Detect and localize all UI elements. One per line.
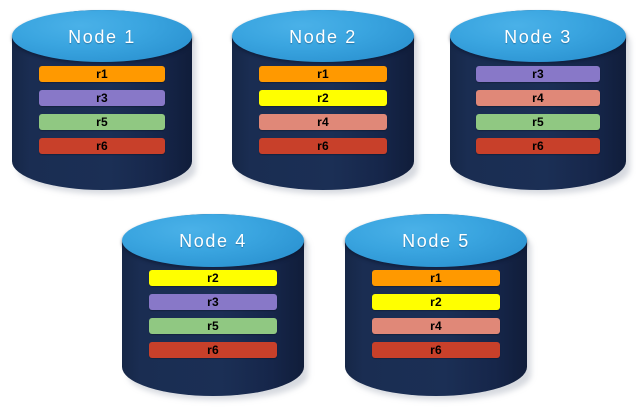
- replica-bar[interactable]: r3: [39, 89, 165, 106]
- replica-label: r3: [96, 90, 108, 105]
- replica-label: r4: [532, 90, 544, 105]
- database-node-4[interactable]: Node 4 r2 r3 r5 r6: [122, 214, 308, 400]
- replica-label: r6: [532, 138, 544, 153]
- cylinder-top-disc: Node 2: [232, 10, 414, 63]
- replica-list: r1 r2 r4 r6: [372, 270, 500, 359]
- replica-label: r6: [317, 138, 329, 153]
- replica-bar[interactable]: r3: [476, 65, 600, 82]
- replica-label: r1: [317, 66, 329, 81]
- replica-bar[interactable]: r6: [372, 342, 500, 359]
- replica-label: r6: [430, 343, 442, 358]
- node-title: Node 5: [402, 230, 470, 251]
- replica-bar[interactable]: r6: [259, 137, 387, 154]
- replica-label: r1: [430, 271, 442, 286]
- replica-bar[interactable]: r4: [372, 318, 500, 335]
- replica-label: r6: [96, 138, 108, 153]
- replica-bar[interactable]: r1: [372, 270, 500, 287]
- replica-list: r2 r3 r5 r6: [149, 270, 277, 359]
- replica-label: r2: [317, 90, 329, 105]
- replica-label: r1: [96, 66, 108, 81]
- replica-bar[interactable]: r4: [476, 89, 600, 106]
- replica-bar[interactable]: r1: [39, 65, 165, 82]
- replica-bar[interactable]: r5: [476, 113, 600, 130]
- cylinder-top-disc: Node 5: [345, 214, 527, 267]
- node-title: Node 4: [179, 230, 247, 251]
- node-title: Node 1: [68, 26, 136, 47]
- replica-label: r3: [207, 295, 219, 310]
- replica-list: r1 r2 r4 r6: [259, 65, 387, 154]
- cylinder-top-disc: Node 1: [12, 10, 192, 63]
- replica-bar[interactable]: r1: [259, 65, 387, 82]
- replica-label: r2: [430, 295, 442, 310]
- replica-label: r3: [532, 66, 544, 81]
- replica-bar[interactable]: r3: [149, 294, 277, 311]
- database-node-3[interactable]: Node 3 r3 r4 r5 r6: [450, 10, 630, 194]
- replica-bar[interactable]: r2: [149, 270, 277, 287]
- database-node-2[interactable]: Node 2 r1 r2 r4 r6: [232, 10, 418, 194]
- node-title: Node 3: [504, 26, 572, 47]
- database-node-1[interactable]: Node 1 r1 r3 r5 r6: [12, 10, 196, 194]
- database-node-5[interactable]: Node 5 r1 r2 r4 r6: [345, 214, 531, 400]
- replica-label: r4: [317, 114, 329, 129]
- replica-label: r2: [207, 271, 219, 286]
- replica-label: r6: [207, 343, 219, 358]
- replica-bar[interactable]: r6: [476, 137, 600, 154]
- replica-label: r4: [430, 319, 442, 334]
- replica-bar[interactable]: r6: [39, 137, 165, 154]
- replica-bar[interactable]: r4: [259, 113, 387, 130]
- replica-list: r3 r4 r5 r6: [476, 65, 600, 154]
- replica-label: r5: [207, 319, 219, 334]
- replica-label: r5: [96, 114, 108, 129]
- cylinder-top-disc: Node 4: [122, 214, 304, 267]
- replica-bar[interactable]: r5: [39, 113, 165, 130]
- replica-bar[interactable]: r2: [372, 294, 500, 311]
- replica-bar[interactable]: r2: [259, 89, 387, 106]
- cylinder-top-disc: Node 3: [450, 10, 626, 63]
- node-title: Node 2: [289, 26, 357, 47]
- replica-bar[interactable]: r6: [149, 342, 277, 359]
- replica-label: r5: [532, 114, 544, 129]
- replica-bar[interactable]: r5: [149, 318, 277, 335]
- replica-list: r1 r3 r5 r6: [39, 65, 165, 154]
